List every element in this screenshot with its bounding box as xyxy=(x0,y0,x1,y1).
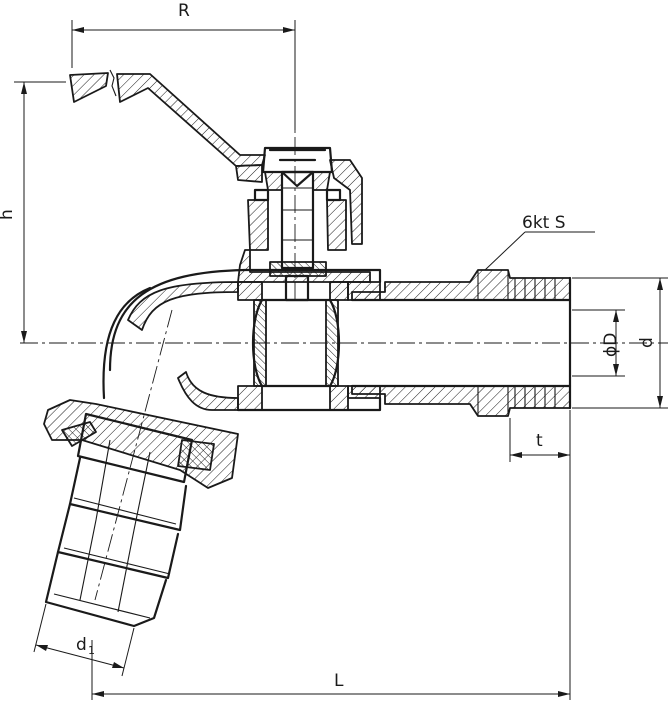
ball xyxy=(251,298,341,388)
label-t: t xyxy=(536,431,543,451)
label-d1: d xyxy=(76,635,87,655)
dimension-phiD: ϕD xyxy=(572,309,625,377)
inlet-connection xyxy=(350,269,572,417)
label-d: d xyxy=(637,337,657,348)
dimension-d1: d 1 xyxy=(33,603,135,677)
dimension-L: L xyxy=(91,640,570,700)
dimension-d: d xyxy=(572,277,668,409)
label-phiD: ϕD xyxy=(601,333,621,357)
label-L: L xyxy=(334,671,344,691)
lever-handle xyxy=(69,69,363,245)
dimension-t: t xyxy=(509,410,571,700)
label-h: h xyxy=(0,209,17,220)
dimension-R: R xyxy=(71,1,296,130)
label-wrench-size: 6kt S xyxy=(522,213,566,233)
hose-tail xyxy=(43,399,239,628)
label-R: R xyxy=(178,1,190,21)
dimension-6kt-S: 6kt S xyxy=(484,213,595,271)
dimension-h: h xyxy=(0,81,66,343)
